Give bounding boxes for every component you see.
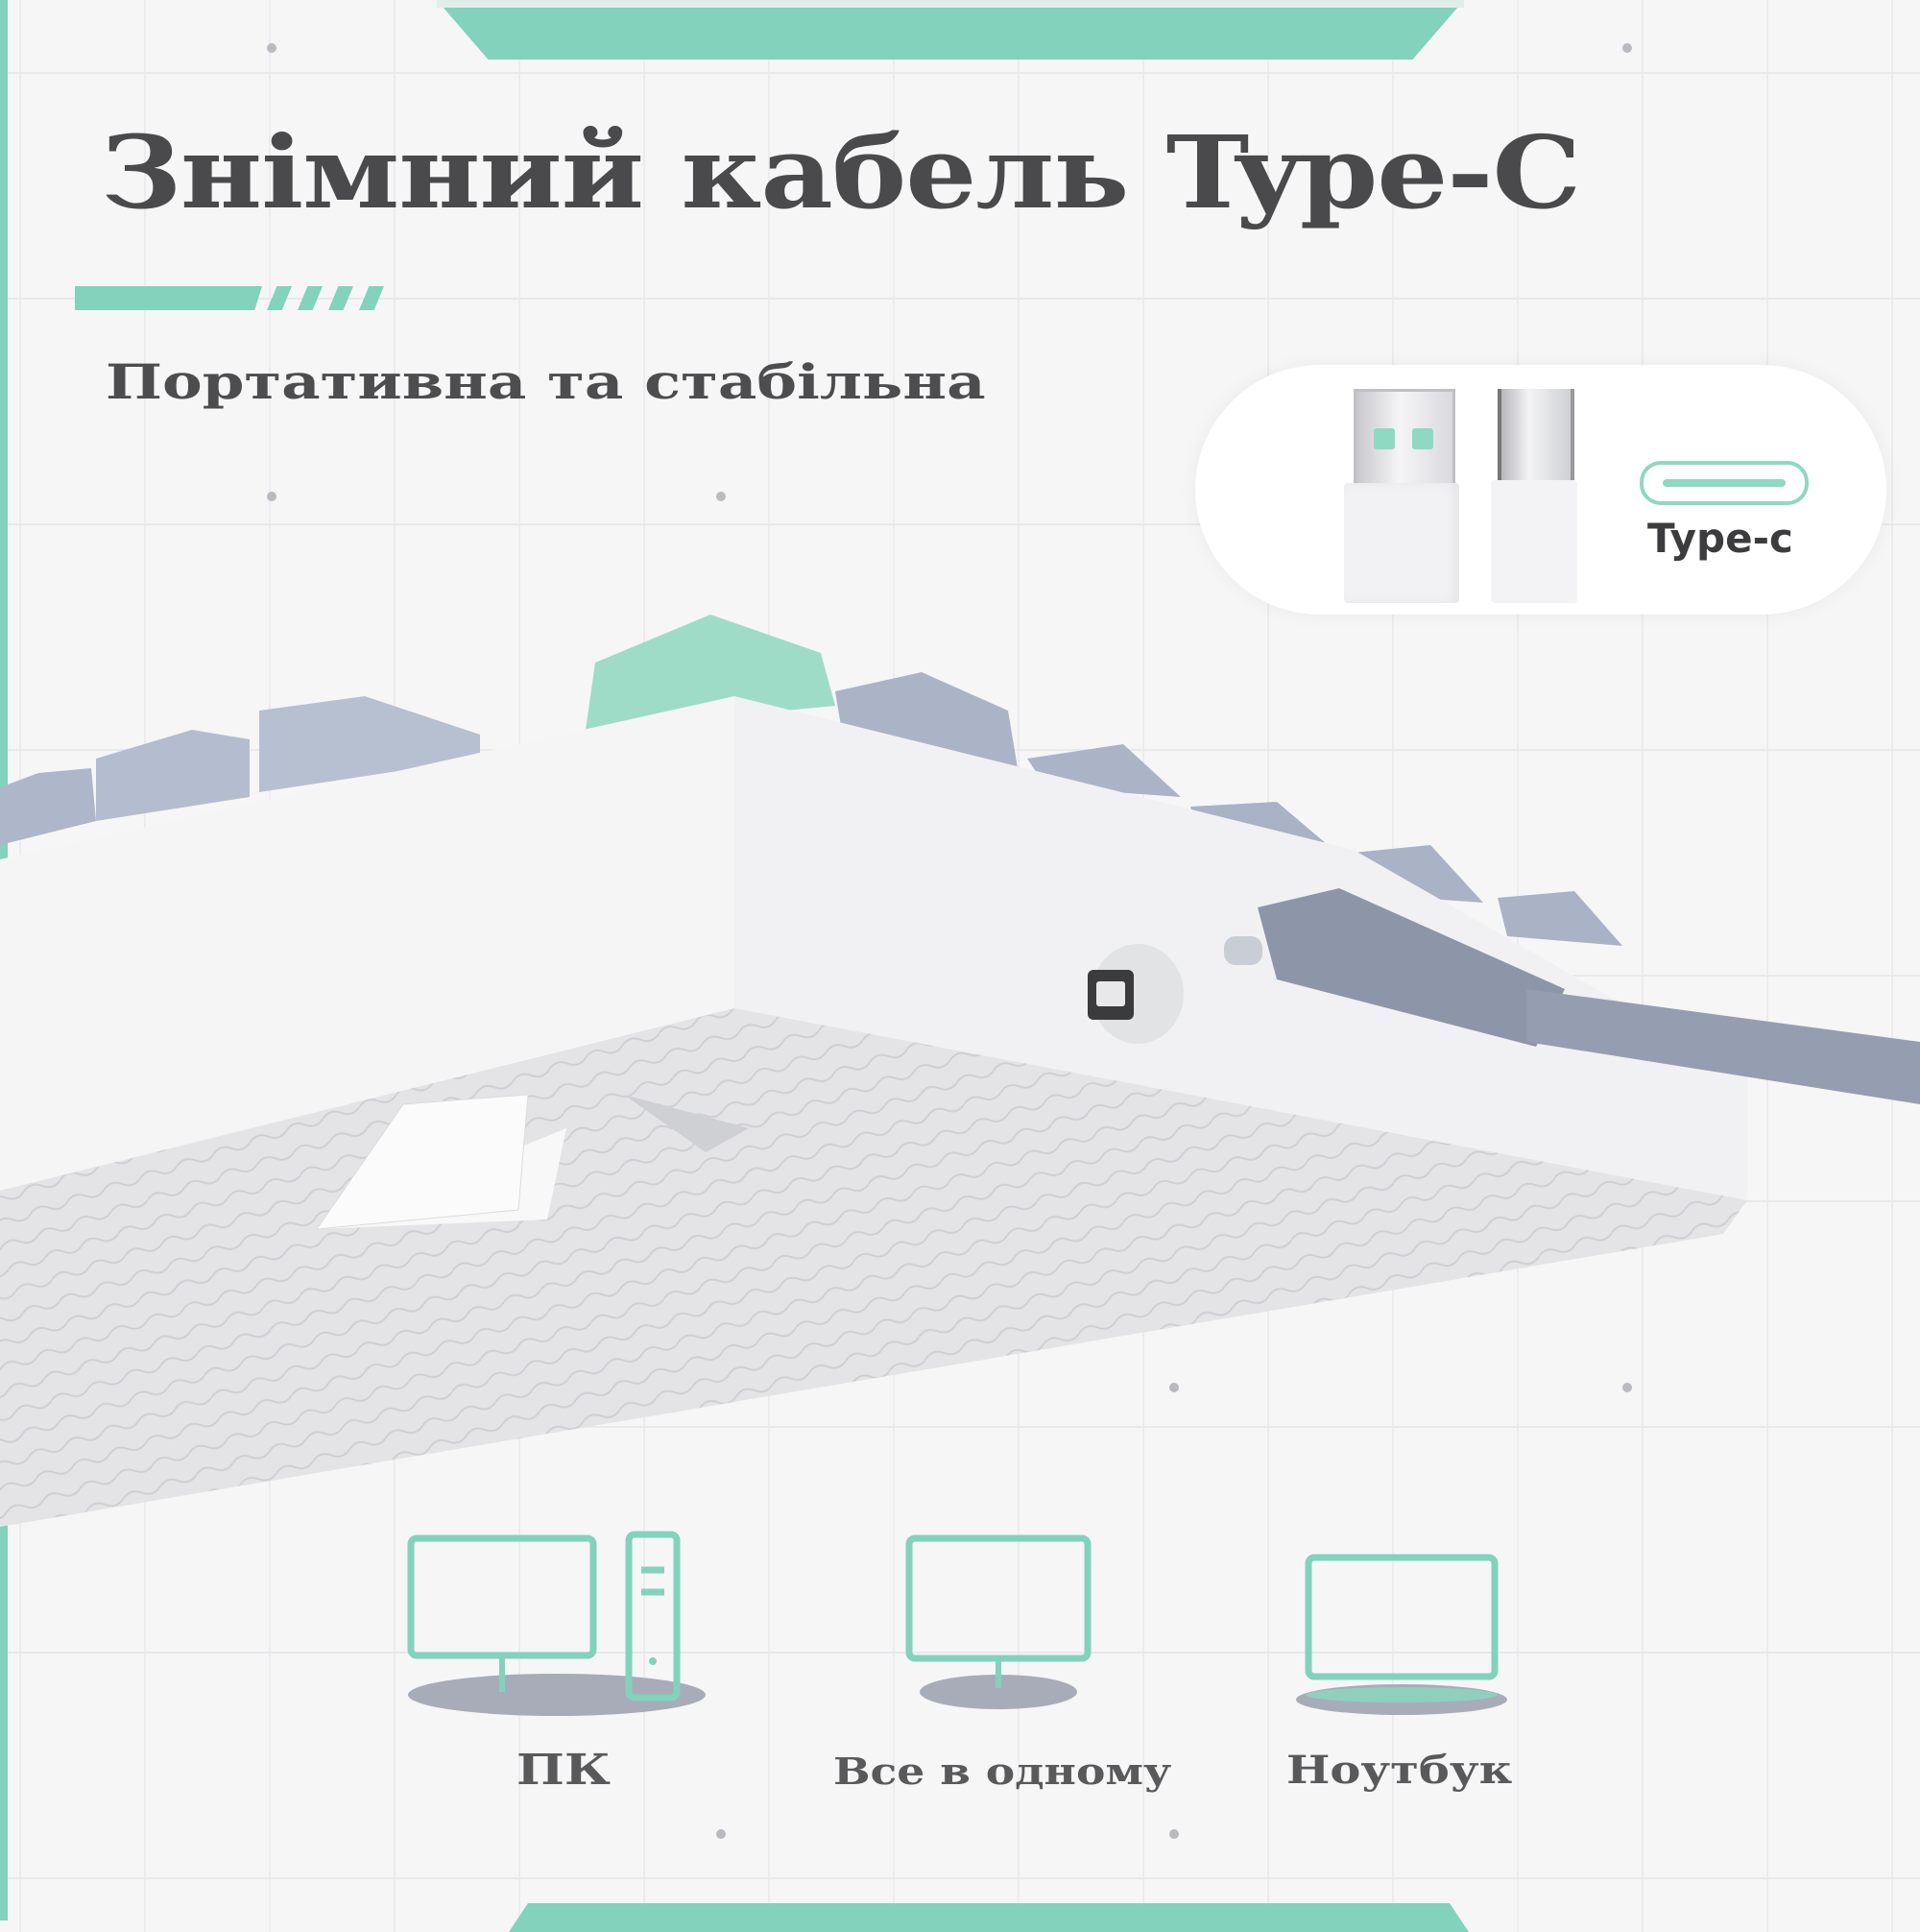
device-label-pc: ПК [516, 1746, 611, 1795]
usb-c-plug-icon [1498, 389, 1574, 480]
usb-a-plug-icon [1354, 389, 1455, 491]
usb-a-plug-body [1344, 483, 1459, 603]
usb-c-port-icon [1640, 461, 1809, 505]
page-title: Знімний кабель Type-C [101, 113, 1581, 231]
desktop-pc-icon [407, 1531, 706, 1716]
device-label-laptop: Ноутбук [1286, 1748, 1513, 1793]
grid-dot [716, 1829, 726, 1839]
laptop-icon [1296, 1554, 1507, 1715]
grid-dot [1169, 1383, 1179, 1392]
keyboard-product-image [0, 615, 1920, 1527]
top-accent-band [437, 0, 1464, 60]
grid-dot [1622, 1383, 1632, 1392]
grid-dot [267, 43, 276, 53]
usb-c-plug-body [1491, 480, 1577, 603]
top-band-highlight [437, 0, 1464, 8]
device-label-all-in-one: Все в одному [833, 1750, 1172, 1793]
all-in-one-monitor-icon [905, 1534, 1092, 1709]
grid-dot [716, 492, 726, 501]
grid-dot [267, 492, 276, 501]
grid-dot [1622, 43, 1632, 53]
subtitle: Портативна та стабільна [106, 353, 986, 410]
bottom-accent-band [509, 1903, 1469, 1932]
port-label: Type-c [1647, 515, 1793, 562]
grid-dot [1169, 1829, 1179, 1839]
